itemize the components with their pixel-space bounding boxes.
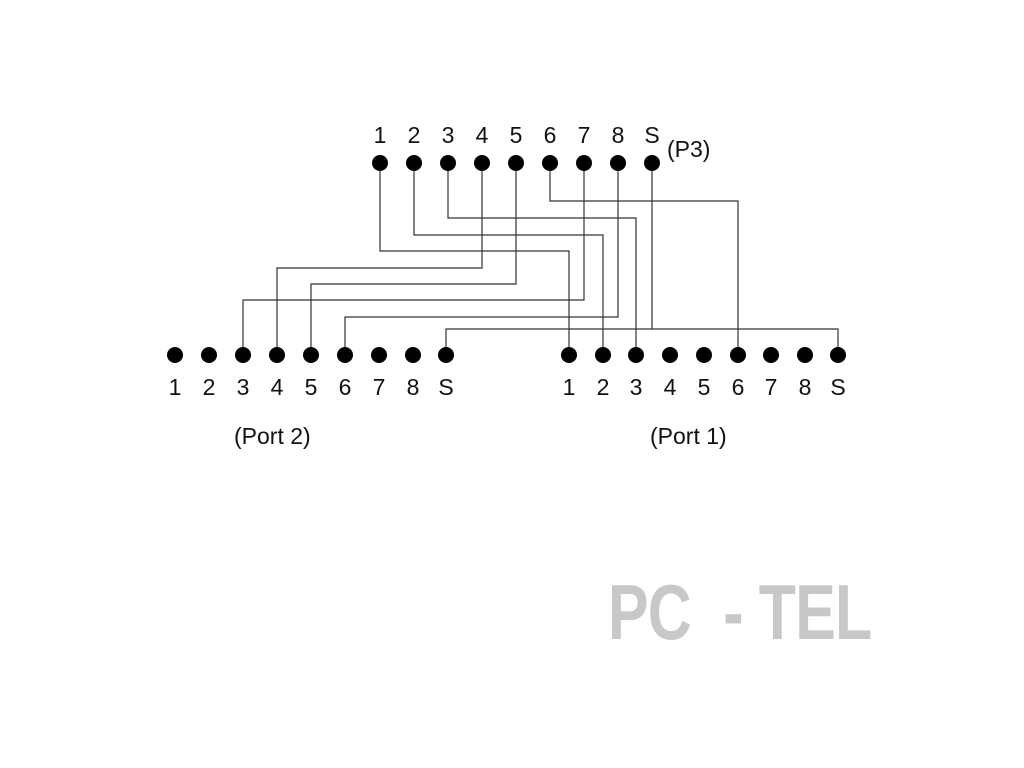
- wire-p3-1-port1-1: [379, 163, 570, 355]
- p3-pin-8: [610, 155, 626, 171]
- wire-p3-7-port2-3: [242, 163, 585, 355]
- p3-pin-label-s: S: [644, 122, 660, 148]
- port2-pin-label-7: 7: [372, 374, 386, 400]
- port1-pin-label-2: 2: [596, 374, 610, 400]
- port1-pin-label-4: 4: [663, 374, 677, 400]
- port1-pin-1: [561, 347, 577, 363]
- port1-pin-label-7: 7: [764, 374, 778, 400]
- port1-pin-label-s: S: [830, 374, 846, 400]
- p3-pin-label-5: 5: [509, 122, 523, 148]
- p3-pin-label-4: 4: [475, 122, 489, 148]
- p3-pin-label-1: 1: [373, 122, 387, 148]
- port1-pin-2: [595, 347, 611, 363]
- port2-pin-3: [235, 347, 251, 363]
- port2-pin-1: [167, 347, 183, 363]
- port2-pin-4: [269, 347, 285, 363]
- wire-p3-2-port1-2: [413, 163, 604, 355]
- wire-p3-3-port1-3: [447, 163, 637, 355]
- wire-p3-5-port2-5: [310, 163, 517, 355]
- port1-pin-s: [830, 347, 846, 363]
- p3-pin-label-6: 6: [543, 122, 557, 148]
- port2-pin-label-s: S: [438, 374, 454, 400]
- port2-pin-label-4: 4: [270, 374, 284, 400]
- port2-pin-label-8: 8: [406, 374, 420, 400]
- p3-pin-1: [372, 155, 388, 171]
- port2-pin-label-2: 2: [202, 374, 216, 400]
- p3-label: (P3): [667, 136, 711, 162]
- wire-port2-s-port1-s: [445, 328, 839, 355]
- port1-pin-label-1: 1: [562, 374, 576, 400]
- port1-pin-6: [730, 347, 746, 363]
- wire-p3-6-port1-6: [549, 163, 739, 355]
- p3-pin-4: [474, 155, 490, 171]
- p3-pin-label-7: 7: [577, 122, 591, 148]
- p3-pin-label-8: 8: [611, 122, 625, 148]
- port1-pin-label-3: 3: [629, 374, 643, 400]
- port2-pin-2: [201, 347, 217, 363]
- p3-pin-2: [406, 155, 422, 171]
- port1-pin-label-5: 5: [697, 374, 711, 400]
- p3-pin-3: [440, 155, 456, 171]
- port2-pin-7: [371, 347, 387, 363]
- port2-pin-5: [303, 347, 319, 363]
- port2-pin-6: [337, 347, 353, 363]
- brand-logo: PC - TEL: [608, 568, 872, 656]
- p3-pin-6: [542, 155, 558, 171]
- port2-pin-label-3: 3: [236, 374, 250, 400]
- p3-pin-s: [644, 155, 660, 171]
- p3-pin-7: [576, 155, 592, 171]
- port2-pin-label-5: 5: [304, 374, 318, 400]
- port2-pin-label-1: 1: [168, 374, 182, 400]
- p3-pin-5: [508, 155, 524, 171]
- port2-label: (Port 2): [234, 423, 311, 449]
- port1-pin-7: [763, 347, 779, 363]
- port2-pin-label-6: 6: [338, 374, 352, 400]
- port1-pin-label-8: 8: [798, 374, 812, 400]
- port1-pin-5: [696, 347, 712, 363]
- p3-pin-label-2: 2: [407, 122, 421, 148]
- port2-pin-s: [438, 347, 454, 363]
- wire-p3-8-port2-6: [344, 163, 619, 355]
- port2-pin-8: [405, 347, 421, 363]
- p3-pin-label-3: 3: [441, 122, 455, 148]
- port1-pin-label-6: 6: [731, 374, 745, 400]
- port1-pin-4: [662, 347, 678, 363]
- port1-label: (Port 1): [650, 423, 727, 449]
- wire-p3-4-port2-4: [276, 163, 483, 355]
- port1-pin-3: [628, 347, 644, 363]
- port1-pin-8: [797, 347, 813, 363]
